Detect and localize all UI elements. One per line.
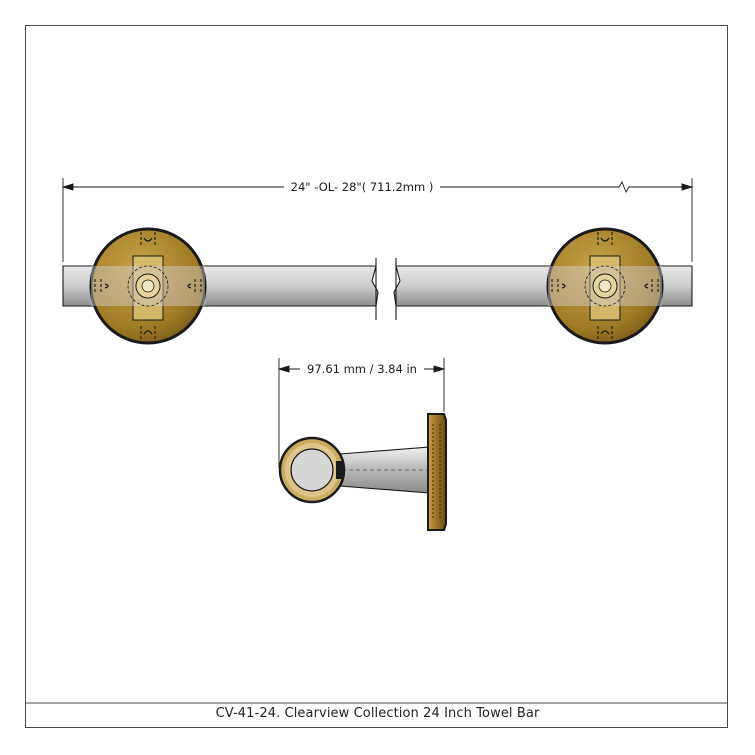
left-hidden-slots xyxy=(94,232,202,340)
towel-bar-side-view xyxy=(278,413,447,531)
overall-dimension xyxy=(61,178,694,262)
bar-break-lines xyxy=(375,258,397,320)
drawing-caption: CV-41-24. Clearview Collection 24 Inch T… xyxy=(215,706,540,721)
dimension-line-right xyxy=(440,180,692,194)
wall-plate xyxy=(427,413,447,531)
towel-bar-front-view xyxy=(62,227,693,345)
right-arrow-icon xyxy=(681,183,694,191)
drawing-frame xyxy=(25,25,728,728)
overall-dimension-label: 24" -OL- 28"( 711.2mm ) xyxy=(291,180,434,194)
left-arrow-icon xyxy=(61,183,74,191)
left-mounting-post xyxy=(89,227,207,345)
projection-dimension-label: 97.61 mm / 3.84 in xyxy=(307,362,417,376)
projection-right-arrow-icon xyxy=(433,365,446,373)
projection-dimension xyxy=(277,358,446,468)
projection-left-arrow-icon xyxy=(277,365,290,373)
bar-cross-section xyxy=(290,448,334,492)
right-mounting-post xyxy=(546,227,664,345)
right-hidden-slots xyxy=(551,232,659,340)
